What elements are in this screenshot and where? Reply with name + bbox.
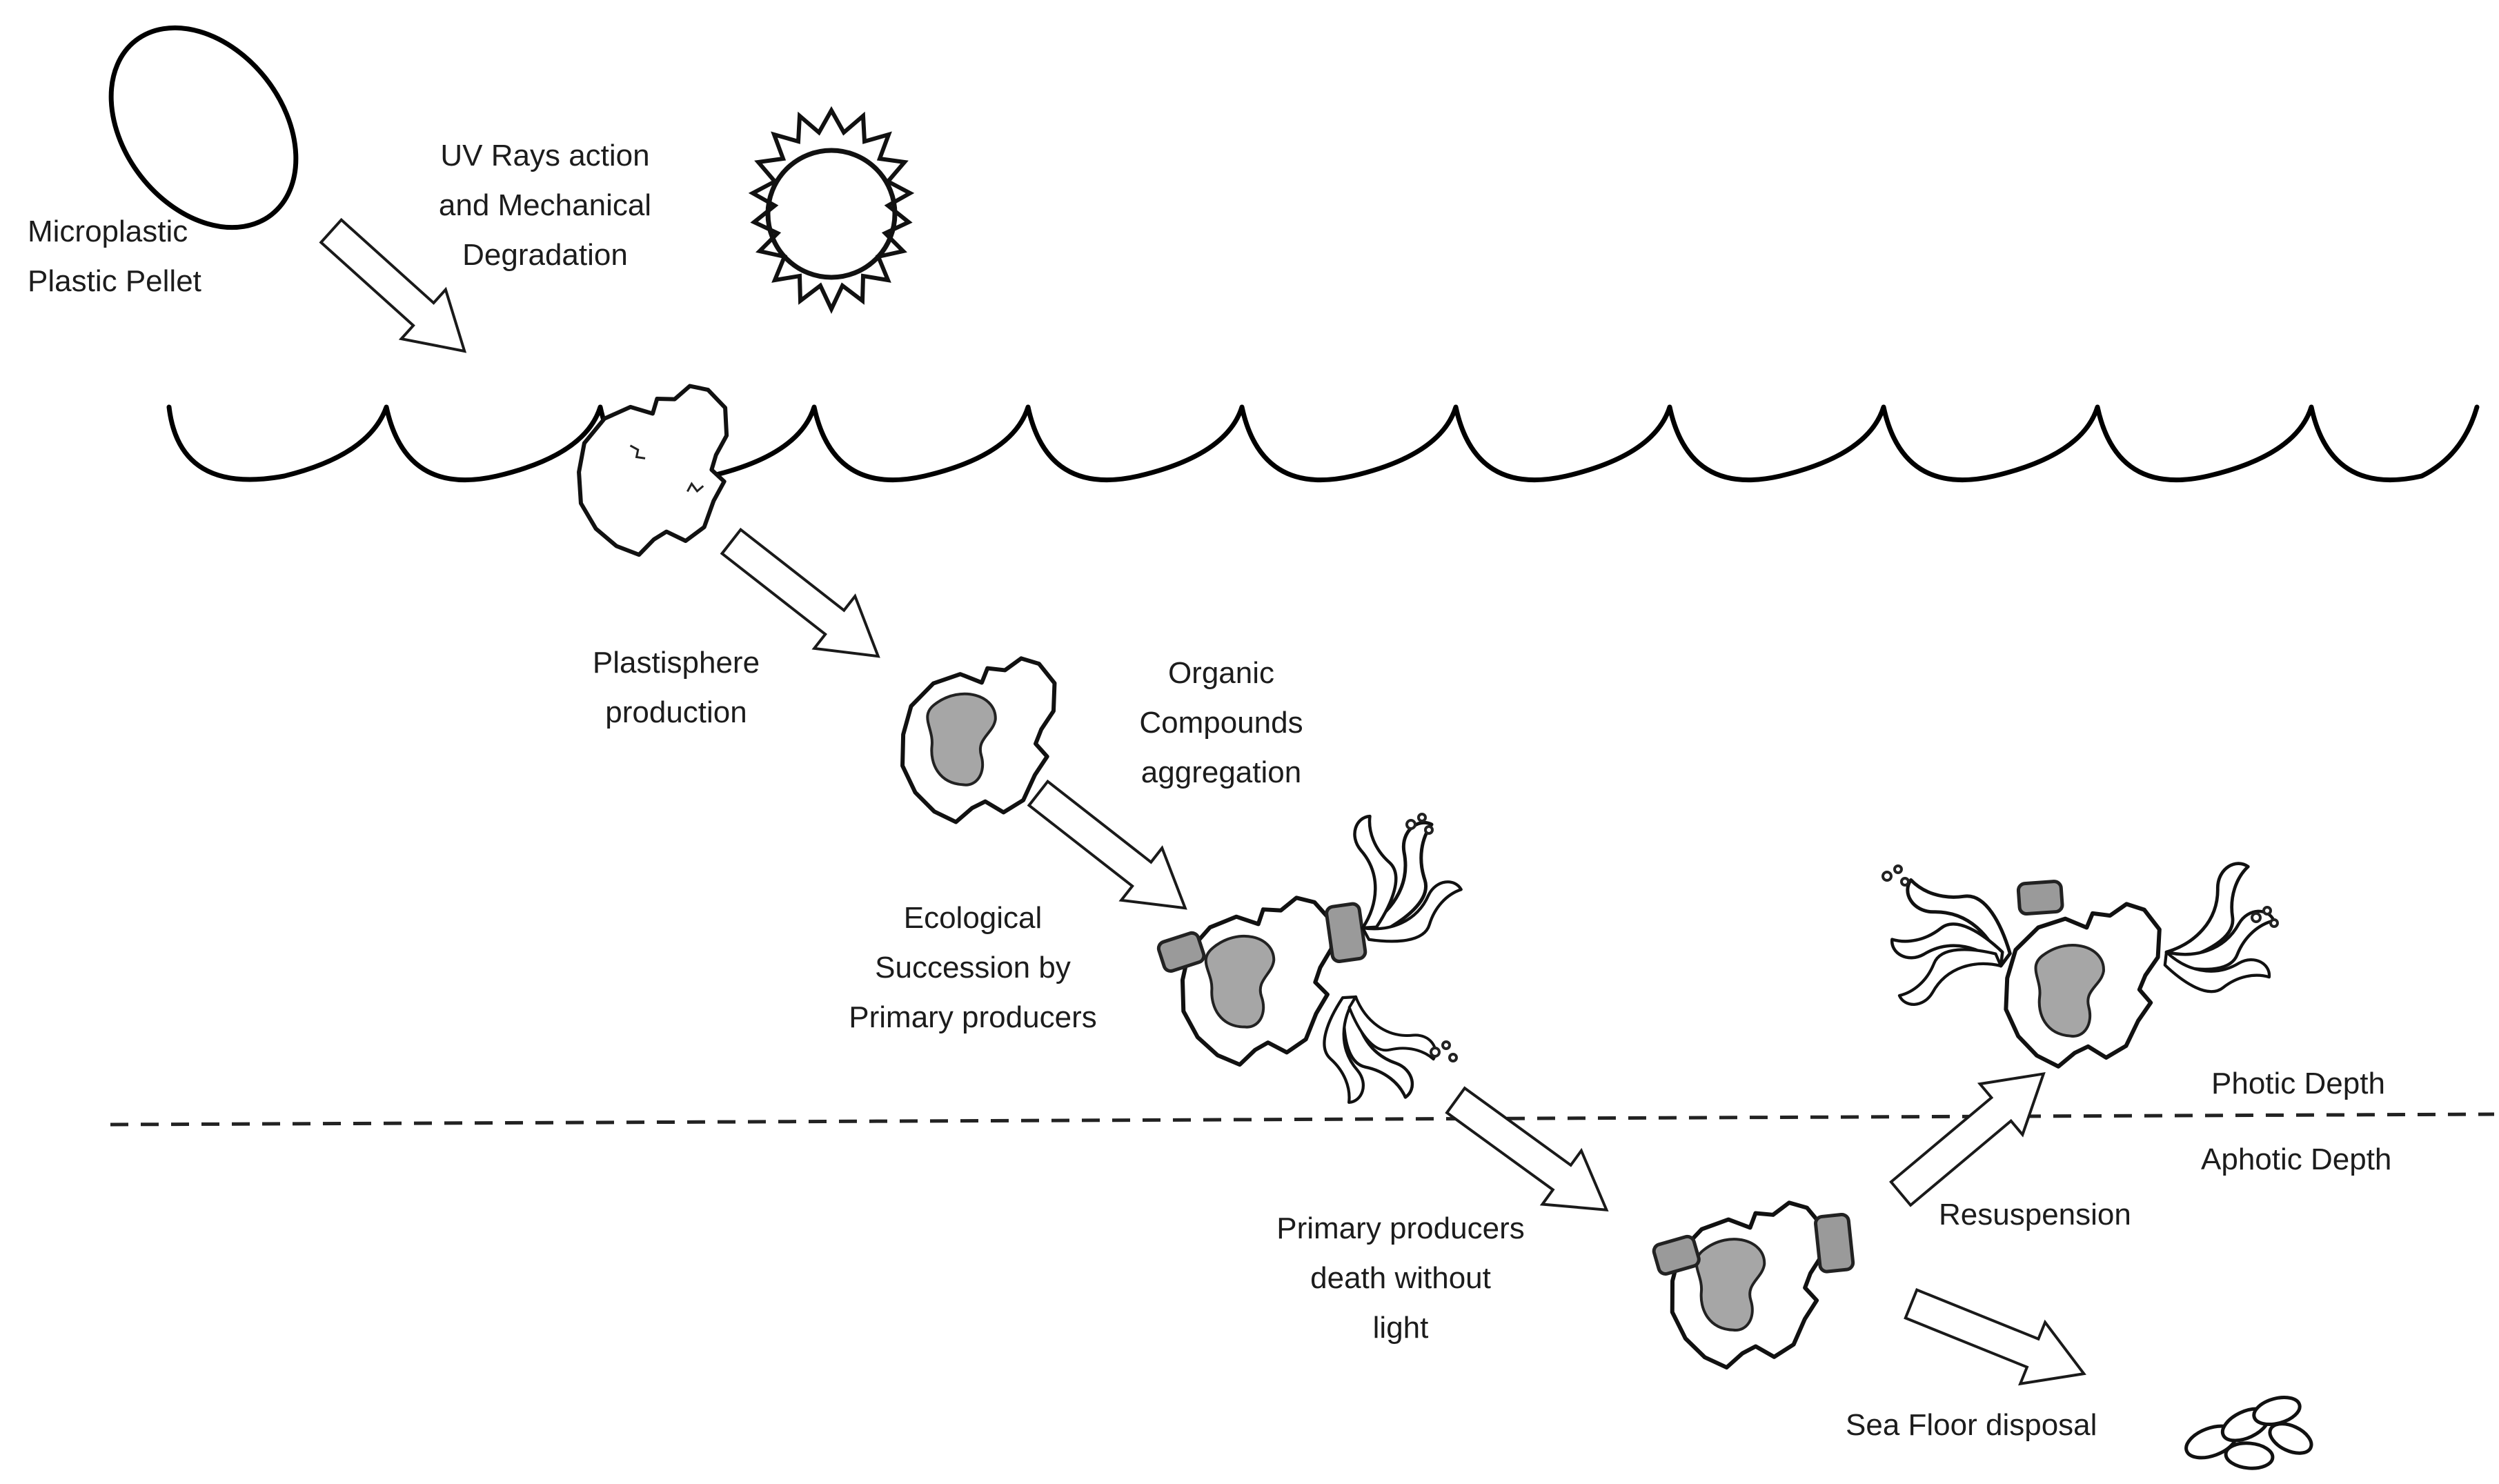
sun-icon [748,106,915,315]
arrow-plastisphere [720,527,880,658]
seaweed-left-resuspended [1890,880,2019,1034]
label-photic-depth: Photic Depth [2211,1067,2385,1100]
seafloor-sediment [2184,1396,2313,1470]
arrow-seafloor [1904,1287,2086,1386]
label-resuspension: Resuspension [1939,1198,2131,1231]
resuspended-fragment [1997,880,2169,1069]
arrow-death [1445,1086,1609,1211]
arrow-aggregation [1027,779,1187,910]
label-uv-degradation: UV Rays action and Mechanical Degradatio… [438,139,652,272]
arrow-degradation [319,217,467,353]
microplastic-pellet [108,25,299,230]
arrow-resuspension [1889,1071,2046,1207]
label-organic-aggregation: Organic Compounds aggregation [1139,656,1303,789]
plastic-fragment-surface [564,381,748,563]
label-aphotic-depth: Aphotic Depth [2201,1142,2392,1176]
sea-surface [166,404,2480,483]
bubbles-icon [1881,864,1910,887]
photic-boundary-line [110,1112,2495,1127]
label-plastisphere: Plastisphere production [592,646,760,729]
colonized-fragment-middle [1156,889,1367,1074]
plastisphere-fragment [894,655,1066,826]
label-seafloor-disposal: Sea Floor disposal [1846,1408,2097,1442]
label-producers-death: Primary producers death without light [1276,1211,1525,1345]
dead-fragment-aphotic [1652,1197,1855,1374]
label-ecological-succession: Ecological Succession by Primary produce… [849,901,1097,1034]
label-microplastic: Microplastic Plastic Pellet [28,215,201,298]
seaweed-lower-middle [1302,992,1439,1104]
seaweed-right-resuspended [2161,853,2275,1009]
